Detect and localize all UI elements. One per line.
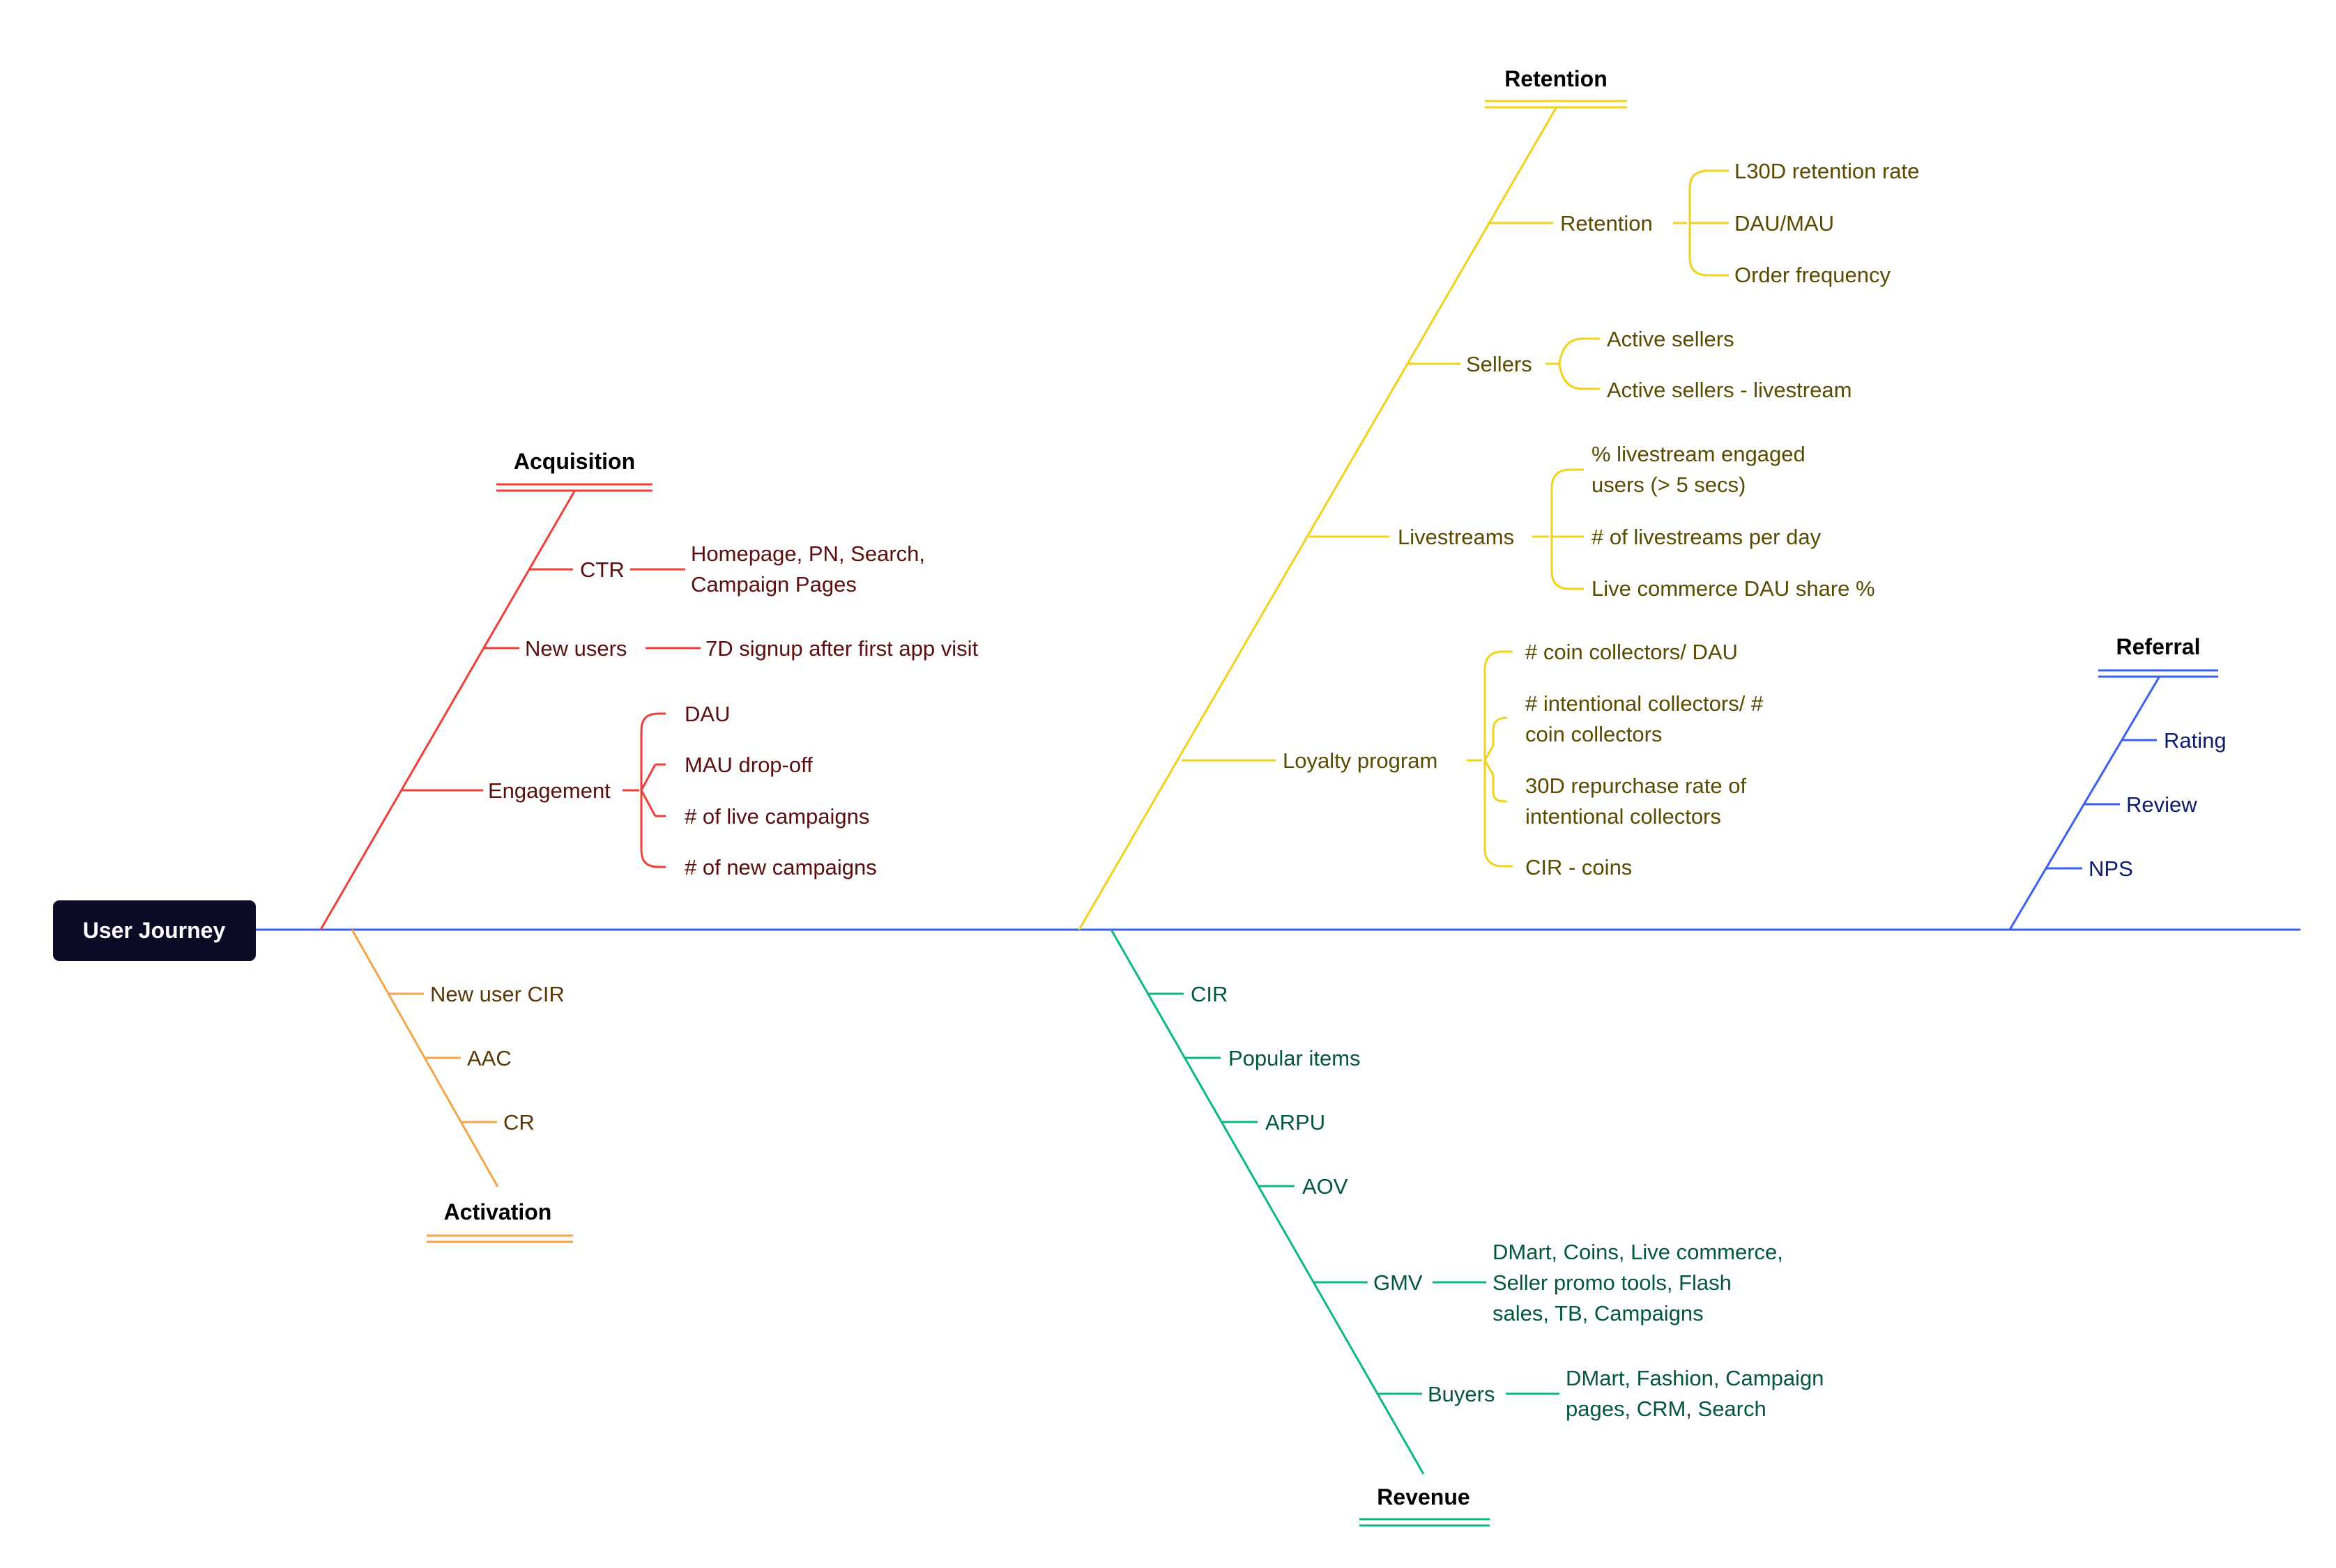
cr-label[interactable]: CR — [503, 1110, 535, 1135]
loyalty-leaf-repurchase-line: intentional collectors — [1525, 804, 1721, 829]
sellers-label[interactable]: Sellers — [1466, 352, 1532, 376]
retention-leaf-daumau: DAU/MAU — [1734, 211, 1834, 236]
buyers-leaf-line: pages, CRM, Search — [1566, 1397, 1766, 1421]
gmv-leaf: DMart, Coins, Live commerce, Seller prom… — [1493, 1240, 1789, 1325]
retention-sub-label[interactable]: Retention — [1560, 211, 1653, 236]
sellers-leaf-livestream: Active sellers - livestream — [1607, 378, 1852, 402]
ctr-leaf: Homepage, PN, Search, Campaign Pages — [691, 541, 931, 597]
gmv-label[interactable]: GMV — [1373, 1270, 1423, 1295]
loyalty-leaf-coin: # coin collectors/ DAU — [1525, 640, 1738, 664]
engagement-label[interactable]: Engagement — [488, 778, 611, 803]
loyalty-leaf-repurchase: 30D repurchase rate of intentional colle… — [1525, 774, 1753, 829]
revenue-branch: Revenue CIR Popular items ARPU AOV GMV D… — [1110, 929, 1830, 1527]
retention-sub-bracket — [1688, 169, 1729, 277]
rating-label[interactable]: Rating — [2164, 728, 2227, 753]
new-users-leaf: 7D signup after first app visit — [705, 636, 979, 661]
new-user-cir-label[interactable]: New user CIR — [430, 982, 565, 1006]
loyalty-bracket — [1483, 650, 1513, 868]
acquisition-bone — [319, 491, 576, 930]
buyers-leaf: DMart, Fashion, Campaign pages, CRM, Sea… — [1566, 1366, 1830, 1421]
root-box — [53, 900, 256, 961]
livestreams-leaf-dau-share: Live commerce DAU share % — [1591, 576, 1875, 601]
loyalty-leaf-intentional-line: # intentional collectors/ # — [1525, 691, 1764, 716]
sellers-leaf-active: Active sellers — [1607, 327, 1734, 351]
root-label: User Journey — [83, 918, 226, 943]
activation-title: Activation — [444, 1199, 552, 1224]
referral-title: Referral — [2116, 634, 2201, 659]
retention-branch: Retention Retention L30D retention rate … — [1078, 66, 1919, 930]
root-node[interactable]: User Journey — [53, 900, 256, 961]
engagement-leaf-mau: MAU drop-off — [685, 753, 813, 777]
loyalty-label[interactable]: Loyalty program — [1283, 748, 1437, 773]
ctr-leaf-line: Campaign Pages — [691, 572, 857, 597]
nps-label[interactable]: NPS — [2089, 856, 2133, 881]
livestreams-bracket — [1550, 468, 1584, 590]
review-label[interactable]: Review — [2126, 792, 2197, 817]
retention-leaf-l30d: L30D retention rate — [1734, 159, 1919, 183]
acquisition-branch: Acquisition CTR Homepage, PN, Search, Ca… — [319, 449, 979, 930]
popular-items-label[interactable]: Popular items — [1228, 1046, 1361, 1070]
aov-label[interactable]: AOV — [1302, 1174, 1348, 1199]
sellers-bracket — [1558, 337, 1600, 390]
retention-bone — [1078, 107, 1557, 930]
loyalty-leaf-repurchase-line: 30D repurchase rate of — [1525, 774, 1746, 798]
livestreams-leaf-perday: # of livestreams per day — [1591, 525, 1822, 549]
revenue-bone — [1110, 929, 1425, 1475]
ctr-label[interactable]: CTR — [580, 558, 625, 582]
livestreams-leaf-engaged: % livestream engaged users (> 5 secs) — [1591, 442, 1811, 497]
loyalty-leaf-intentional: # intentional collectors/ # coin collect… — [1525, 691, 1769, 746]
aac-label[interactable]: AAC — [467, 1046, 512, 1070]
gmv-leaf-line: Seller promo tools, Flash — [1493, 1270, 1732, 1295]
new-users-label[interactable]: New users — [525, 636, 627, 661]
revenue-title: Revenue — [1377, 1484, 1469, 1509]
retention-leaf-order: Order frequency — [1734, 263, 1891, 287]
referral-branch: Referral Rating Review NPS — [2008, 634, 2227, 930]
gmv-leaf-line: sales, TB, Campaigns — [1493, 1301, 1704, 1325]
arpu-label[interactable]: ARPU — [1265, 1110, 1325, 1135]
livestreams-leaf-engaged-line: users (> 5 secs) — [1591, 472, 1746, 497]
activation-bone — [351, 929, 499, 1187]
engagement-leaf-new: # of new campaigns — [685, 855, 877, 879]
livestreams-label[interactable]: Livestreams — [1398, 525, 1514, 549]
engagement-bracket — [640, 712, 666, 868]
retention-title: Retention — [1504, 66, 1608, 91]
buyers-leaf-line: DMart, Fashion, Campaign — [1566, 1366, 1824, 1390]
ctr-leaf-line: Homepage, PN, Search, — [691, 541, 925, 566]
loyalty-leaf-intentional-line: coin collectors — [1525, 722, 1662, 746]
loyalty-leaf-cir: CIR - coins — [1525, 855, 1632, 879]
buyers-label[interactable]: Buyers — [1428, 1382, 1495, 1406]
engagement-leaf-live: # of live campaigns — [685, 804, 869, 829]
livestreams-leaf-engaged-line: % livestream engaged — [1591, 442, 1806, 466]
cir-label[interactable]: CIR — [1191, 982, 1228, 1006]
gmv-leaf-line: DMart, Coins, Live commerce, — [1493, 1240, 1783, 1264]
activation-branch: Activation New user CIR AAC CR — [351, 929, 573, 1243]
engagement-leaf-dau: DAU — [685, 702, 730, 726]
acquisition-title: Acquisition — [514, 449, 635, 474]
